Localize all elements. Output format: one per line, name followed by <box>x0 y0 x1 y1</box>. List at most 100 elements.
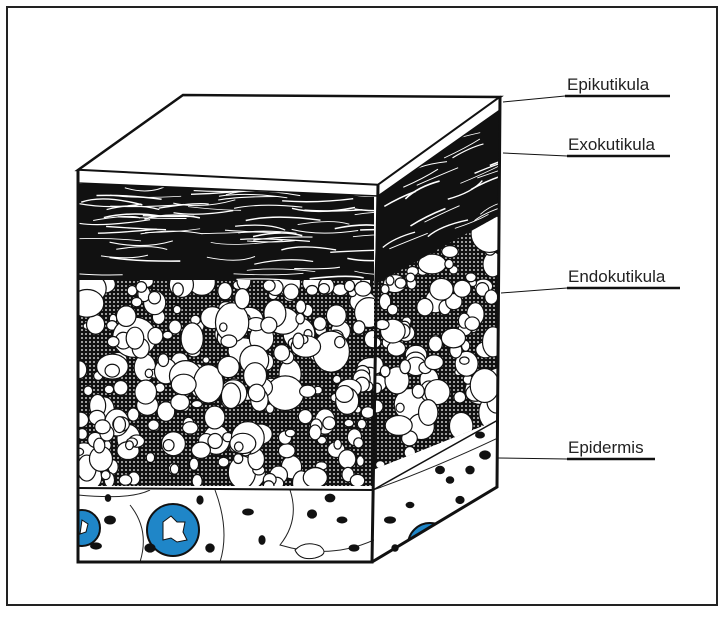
cell <box>386 303 399 316</box>
cell <box>113 379 129 396</box>
cell <box>126 407 140 422</box>
cell <box>452 279 472 298</box>
cell <box>295 312 305 325</box>
fiber <box>354 212 374 216</box>
cell <box>203 405 226 430</box>
label-text: Exokutikula <box>568 135 655 154</box>
cell <box>207 432 223 450</box>
cell <box>78 427 89 441</box>
fiber <box>470 170 500 191</box>
cell <box>219 322 228 332</box>
fiber <box>245 216 321 222</box>
fiber <box>109 256 181 262</box>
cell <box>417 399 439 426</box>
label-exokutikula: Exokutikula <box>502 135 670 158</box>
fiber <box>252 232 303 238</box>
fiber <box>173 209 234 215</box>
granule <box>435 465 445 475</box>
granule <box>384 516 396 524</box>
fiber <box>495 28 542 40</box>
label-epidermis: Epidermis <box>497 438 655 461</box>
fiber <box>297 221 350 225</box>
fiber <box>360 228 374 231</box>
cell <box>444 258 454 270</box>
granule <box>104 515 116 525</box>
cell <box>262 280 276 292</box>
cell <box>334 384 354 403</box>
cell <box>441 244 459 259</box>
cell <box>94 419 111 435</box>
cell <box>188 457 200 471</box>
cell <box>260 316 278 334</box>
cell <box>354 280 373 297</box>
fiber <box>480 200 500 215</box>
fiber <box>234 204 303 209</box>
fiber <box>334 224 374 230</box>
cell <box>332 374 342 385</box>
fiber <box>404 180 440 200</box>
granule <box>405 501 415 509</box>
fiber <box>489 150 500 167</box>
granule <box>258 535 266 545</box>
cell <box>157 353 170 368</box>
cell <box>191 473 203 486</box>
cell <box>284 428 296 438</box>
fiber <box>79 219 151 226</box>
fiber <box>460 164 500 184</box>
cell <box>180 322 204 355</box>
cell <box>103 384 115 395</box>
cell <box>295 299 307 314</box>
granule <box>104 494 112 502</box>
cell <box>416 297 434 317</box>
cell <box>352 320 366 335</box>
fiber <box>486 67 523 83</box>
cell <box>424 354 444 371</box>
label-text: Epikutikula <box>567 75 650 94</box>
cell <box>378 292 392 311</box>
cell <box>453 390 467 404</box>
label-text: Epidermis <box>568 438 644 457</box>
fiber <box>233 272 304 276</box>
granule <box>205 543 215 553</box>
granule <box>90 542 102 550</box>
cell <box>217 456 230 468</box>
cell <box>333 438 343 450</box>
fiber <box>158 203 209 209</box>
cell <box>147 326 164 345</box>
granule <box>306 509 318 519</box>
endokutikula-layer <box>78 215 500 486</box>
cell <box>124 440 134 451</box>
fiber <box>78 202 142 208</box>
exokutikula-layer <box>78 28 542 290</box>
cell <box>168 319 182 335</box>
cell <box>308 424 322 441</box>
fiber <box>460 64 493 77</box>
fiber <box>188 206 242 211</box>
cell <box>379 364 391 378</box>
granule <box>196 495 204 505</box>
cell <box>325 304 347 327</box>
cell <box>144 368 154 379</box>
label-text: Endokutikula <box>568 267 666 286</box>
cell <box>277 443 296 459</box>
fiber <box>330 249 374 254</box>
cell <box>233 441 244 452</box>
fiber <box>291 228 359 234</box>
fiber <box>254 259 314 265</box>
cell <box>427 335 443 353</box>
fiber <box>354 208 374 212</box>
cell <box>459 356 470 365</box>
cell <box>170 393 191 412</box>
cell <box>292 332 305 350</box>
cell <box>100 470 111 481</box>
fiber <box>474 203 500 222</box>
fiber <box>389 232 428 250</box>
cell <box>147 290 162 305</box>
fiber <box>382 231 416 249</box>
cell <box>112 416 127 434</box>
granule <box>475 431 485 439</box>
cell <box>282 283 300 301</box>
cell <box>262 480 275 486</box>
cell <box>380 284 390 295</box>
cell <box>247 383 266 403</box>
